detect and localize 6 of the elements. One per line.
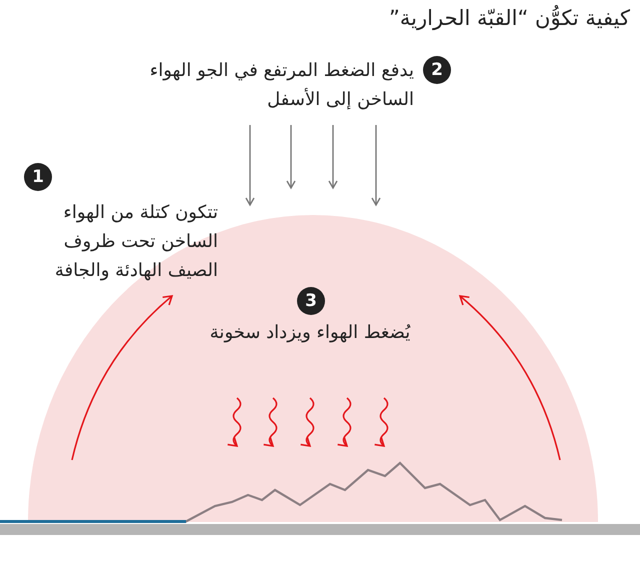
title: كيفية تكوُّن “القبّة الحرارية” [389, 4, 630, 32]
step-description: تتكون كتلة من الهواء الساخن تحت ظروف الصيف الهادئة والجافة [54, 201, 218, 283]
step-description: يدفع الضغط المرتفع في الجو الهواء الساخن إلى الأسفل [148, 59, 414, 112]
step-number: 2 [423, 56, 451, 84]
step-number: 1 [24, 163, 52, 191]
step-description: يُضغط الهواء ويزداد سخونة [208, 321, 412, 345]
